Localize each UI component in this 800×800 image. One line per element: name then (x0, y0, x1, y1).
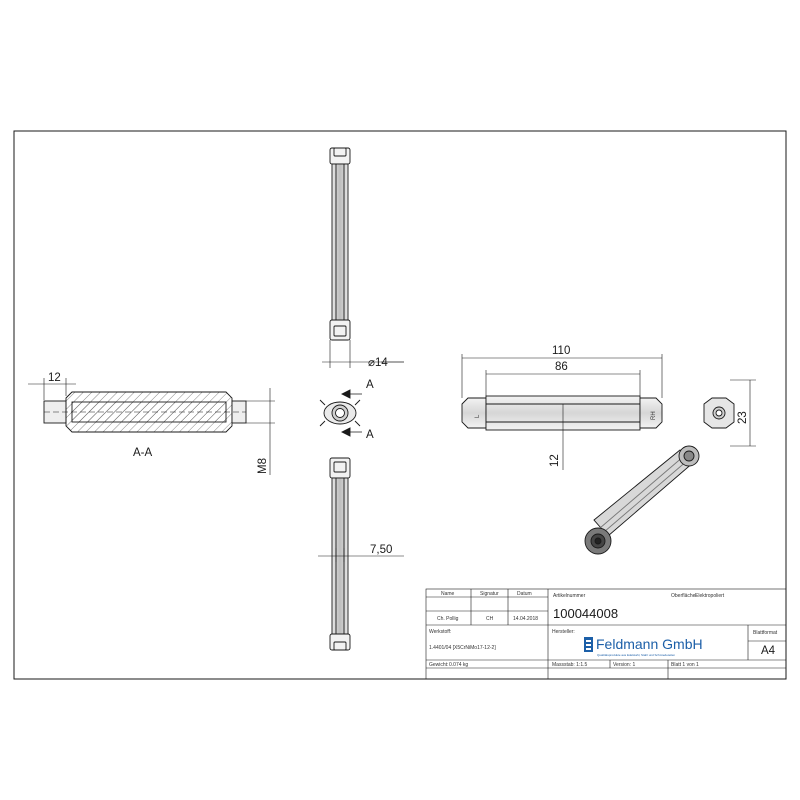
section-view-a-a (28, 378, 275, 475)
section-label: A-A (133, 447, 153, 459)
drawing-frame (13, 130, 787, 680)
dim-inner-length: 86 (555, 361, 568, 373)
tb-company-name: Feldmann GmbH (596, 636, 703, 652)
dim-section-width: 12 (48, 372, 61, 384)
front-view-upper (322, 147, 404, 368)
tb-manufacturer-label: Hersteller: (552, 629, 575, 635)
tb-weight-label: Gewicht: (429, 662, 448, 668)
dim-total-length: 110 (552, 345, 570, 357)
tb-article-label: Artikelnummer (553, 593, 586, 599)
tb-page: Blatt 1 von 1 (671, 662, 699, 668)
dim-diameter: ⌀14 (368, 357, 388, 369)
front-view-lower (318, 457, 404, 651)
feldmann-logo-icon (584, 637, 593, 652)
tb-signature-value: CH (486, 616, 494, 622)
tb-material-value: 1.4401/04 [X5CrNiMo17-12-2] (429, 645, 496, 651)
right-thread-mark: RH (651, 411, 657, 420)
wing-end-view (703, 379, 756, 447)
section-marker-bottom: A (366, 429, 374, 441)
tb-scale: Massstab: 1:1.5 (552, 662, 588, 668)
dim-body-height: 12 (549, 454, 561, 467)
tb-col-signature: Signatur (480, 591, 499, 597)
tb-company-tagline: Qualitätsprodukte aus Edelstahl, Stahl u… (597, 653, 675, 657)
end-view-wing-nut (319, 389, 362, 437)
title-block (425, 588, 787, 680)
tb-version: Version: 1 (613, 662, 635, 668)
left-thread-mark: L (475, 414, 481, 418)
tb-date-value: 14.04.2018 (513, 616, 538, 622)
tb-sheet-format-value: A4 (761, 645, 776, 657)
tb-name-value: Ch. Pollig (437, 616, 459, 622)
tb-col-date: Datum (517, 591, 532, 597)
tb-surface-value: Elektropoliert (695, 593, 725, 599)
tb-weight-value: 0.074 kg (449, 662, 468, 668)
dim-wing-width: 23 (737, 411, 749, 424)
isometric-view (584, 445, 700, 555)
tb-col-name: Name (441, 591, 455, 597)
dim-hole-offset: 7,50 (370, 544, 392, 556)
dim-thread: M8 (257, 458, 269, 474)
section-marker-top: A (366, 379, 374, 391)
tb-surface-label: Oberfläche: (671, 593, 697, 599)
tb-sheet-format-label: Blattformat (753, 630, 778, 636)
tb-material-label: Werkstoff: (429, 629, 451, 635)
tb-article-number: 100044008 (553, 606, 618, 621)
side-view (461, 354, 663, 470)
